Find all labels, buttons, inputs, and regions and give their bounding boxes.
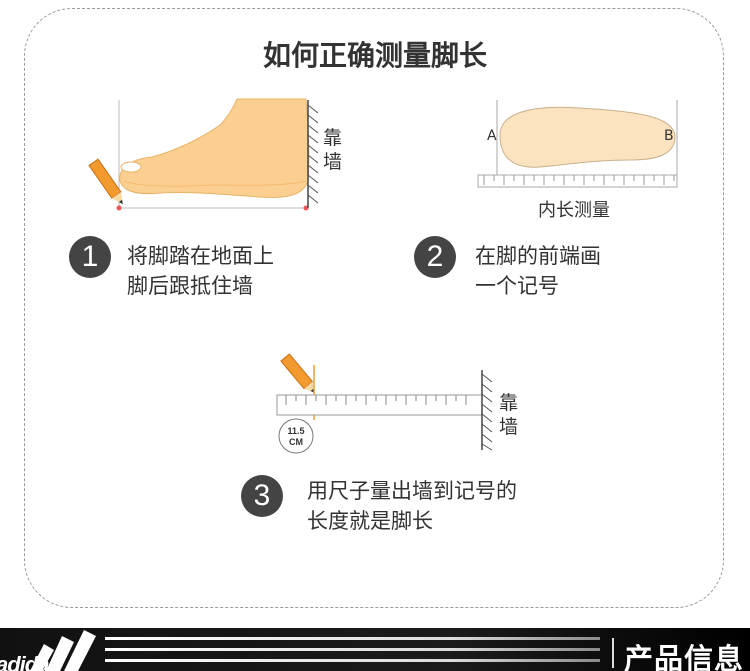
wall-label-ruler: 靠墙 (499, 392, 519, 438)
banner-title: 产品信息 (623, 642, 744, 671)
insole-point-b-label: B (664, 128, 674, 144)
step-1-line-1: 将脚踏在地面上 (127, 244, 274, 268)
step-2-line-2: 一个记号 (475, 274, 559, 298)
step-3-line-1: 用尺子量出墙到记号的 (307, 479, 517, 503)
page-title: 如何正确测量脚长 (262, 39, 487, 72)
step-2-number: 2 (414, 236, 456, 278)
insole-measure-illustration (477, 100, 678, 188)
step-1-line-2: 脚后跟抵住墙 (127, 274, 253, 298)
ruler-reading-value: 11.5 (287, 426, 305, 436)
ruler-to-wall-illustration (276, 353, 493, 454)
product-info-banner: adidas 产品信息 (0, 628, 750, 671)
step-3-number: 3 (241, 475, 283, 517)
insole-caption: 内长测量 (538, 200, 610, 221)
brand-logo-text: adidas (0, 652, 61, 671)
step-1-number: 1 (69, 236, 111, 278)
insole-point-a-label: A (487, 128, 497, 144)
foot-against-wall-illustration (88, 98, 319, 211)
step-3-line-2: 长度就是脚长 (307, 509, 433, 533)
instruction-card (24, 8, 724, 608)
adidas-logo-icon (30, 630, 96, 671)
banner-divider (612, 638, 614, 668)
wall-label: 靠墙 (323, 127, 343, 173)
ruler-reading-unit: CM (289, 437, 303, 447)
step-2-line-1: 在脚的前端画 (475, 244, 601, 268)
